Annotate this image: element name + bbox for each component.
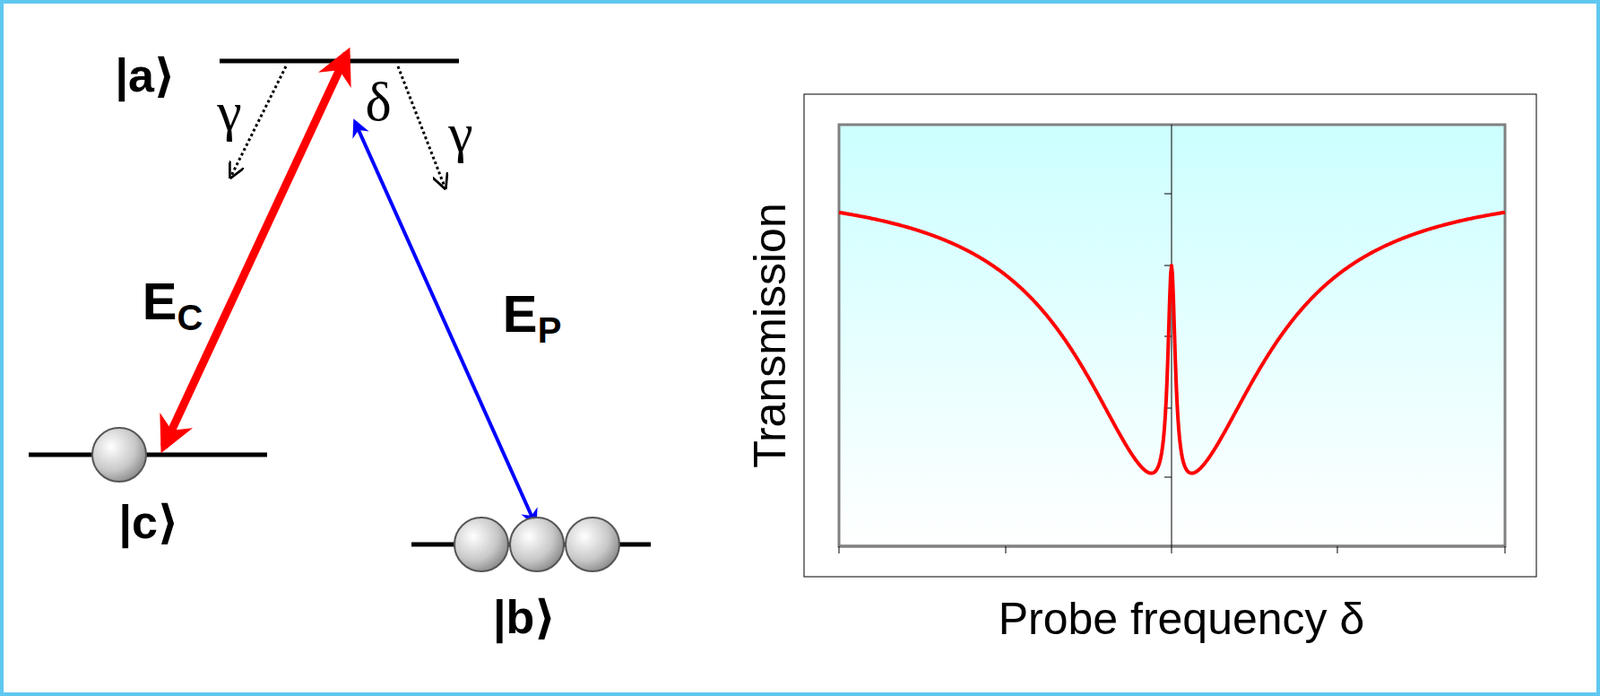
atom-ball bbox=[510, 517, 564, 571]
tick bbox=[1171, 545, 1173, 554]
axis-title: Probe frequency δ bbox=[998, 596, 1366, 641]
plot-area bbox=[838, 124, 1505, 546]
tick-marks bbox=[838, 193, 1505, 554]
state-label: |a⟩ bbox=[114, 51, 175, 99]
state-label: |b⟩ bbox=[492, 593, 556, 640]
transmission-curve bbox=[838, 212, 1505, 474]
level-c bbox=[28, 452, 268, 458]
tick bbox=[1005, 545, 1007, 554]
detuning-label: δ bbox=[364, 73, 391, 130]
decay-arrow bbox=[397, 66, 445, 187]
field-subscript: P bbox=[537, 311, 563, 348]
field-label: E bbox=[502, 287, 538, 340]
decay-rate: γ bbox=[216, 83, 242, 139]
center-axis bbox=[1171, 124, 1173, 546]
atom-ball bbox=[454, 517, 509, 571]
state-label: |c⟩ bbox=[118, 498, 179, 545]
chart-frame bbox=[804, 94, 1537, 577]
tick bbox=[1164, 193, 1172, 195]
atom-ball bbox=[92, 427, 147, 482]
tick bbox=[1164, 476, 1172, 478]
decay-rate: γ bbox=[448, 104, 473, 161]
atom-ball bbox=[565, 517, 620, 571]
coupling-arrow bbox=[164, 53, 347, 447]
field-label: E bbox=[142, 275, 178, 328]
axis-title: Transmission bbox=[747, 202, 793, 468]
tick bbox=[1504, 545, 1506, 554]
tick bbox=[1337, 545, 1339, 554]
field-subscript: C bbox=[177, 299, 204, 336]
tick bbox=[838, 545, 840, 554]
